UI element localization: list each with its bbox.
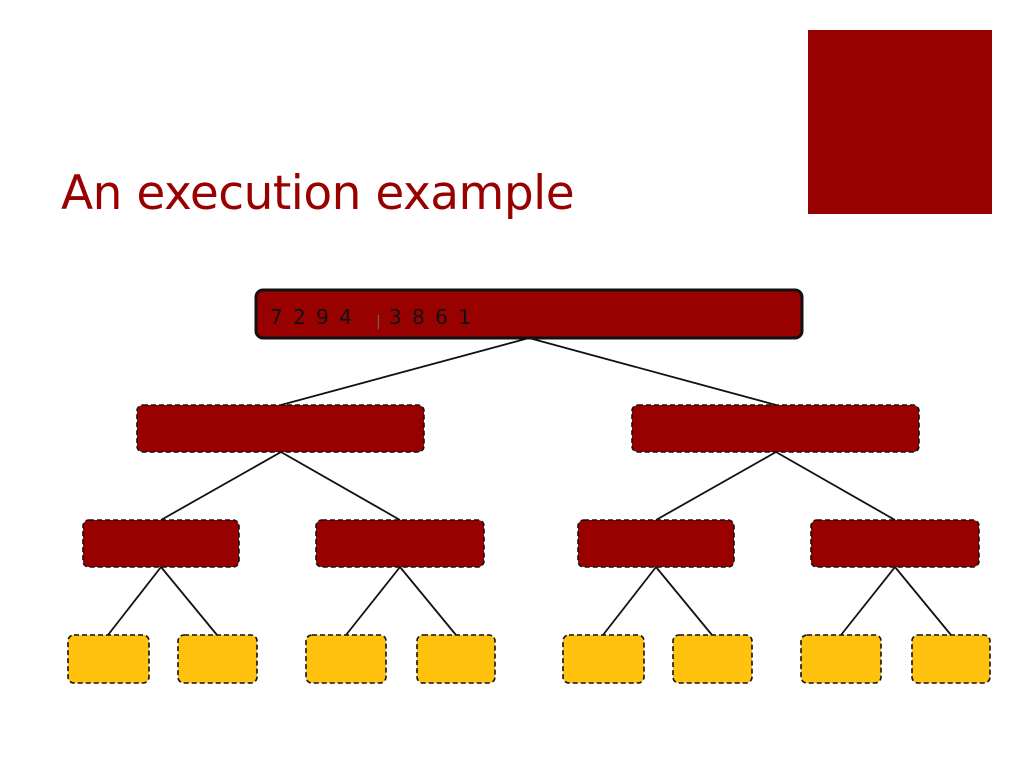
edge-l2d-l3g xyxy=(840,566,896,636)
tree-leaf-c xyxy=(305,634,387,684)
edge-l1b-l2d xyxy=(775,451,896,521)
tree-leaf-b xyxy=(177,634,258,684)
edge-l1a-l2a xyxy=(160,451,282,521)
edge-root-left xyxy=(280,337,530,406)
tree-leaf-h xyxy=(911,634,991,684)
tree-level-1 xyxy=(136,404,920,453)
edge-l1a-l2b xyxy=(280,451,401,521)
tree-level-2 xyxy=(82,519,980,568)
tree-edges xyxy=(107,337,952,636)
edge-l2d-l3h xyxy=(894,566,952,636)
tree-node-level1-right xyxy=(631,404,920,453)
edge-l2b-l3c xyxy=(345,566,401,636)
tree-leaf-f xyxy=(672,634,753,684)
edge-l2c-l3f xyxy=(655,566,713,636)
tree-node-level2-a xyxy=(82,519,240,568)
tree-leaf-a xyxy=(67,634,150,684)
edge-l2c-l3e xyxy=(602,566,657,636)
edge-l2b-l3d xyxy=(399,566,457,636)
edge-l1b-l2c xyxy=(655,451,777,521)
slide-title: An execution example xyxy=(61,166,575,221)
root-sequence-left: 7 2 9 4 xyxy=(270,305,352,329)
tree-leaf-e xyxy=(562,634,645,684)
tree-node-level2-c xyxy=(577,519,735,568)
tree-node-root: 7 2 9 4 | 3 8 6 1 xyxy=(254,288,804,340)
root-node-box xyxy=(254,288,804,340)
edge-l2a-l3a xyxy=(107,566,162,636)
tree-node-level1-left xyxy=(136,404,425,453)
edge-root-right xyxy=(528,337,777,406)
tree-leaf-d xyxy=(416,634,496,684)
tree-node-level2-b xyxy=(315,519,485,568)
root-sequence-right: 3 8 6 1 xyxy=(389,305,471,329)
tree-leaf-g xyxy=(800,634,882,684)
tree-level-3 xyxy=(67,634,991,684)
edge-l2a-l3b xyxy=(160,566,218,636)
tree-node-level2-d xyxy=(810,519,980,568)
root-divider: | xyxy=(376,314,381,330)
corner-decoration xyxy=(808,30,992,214)
